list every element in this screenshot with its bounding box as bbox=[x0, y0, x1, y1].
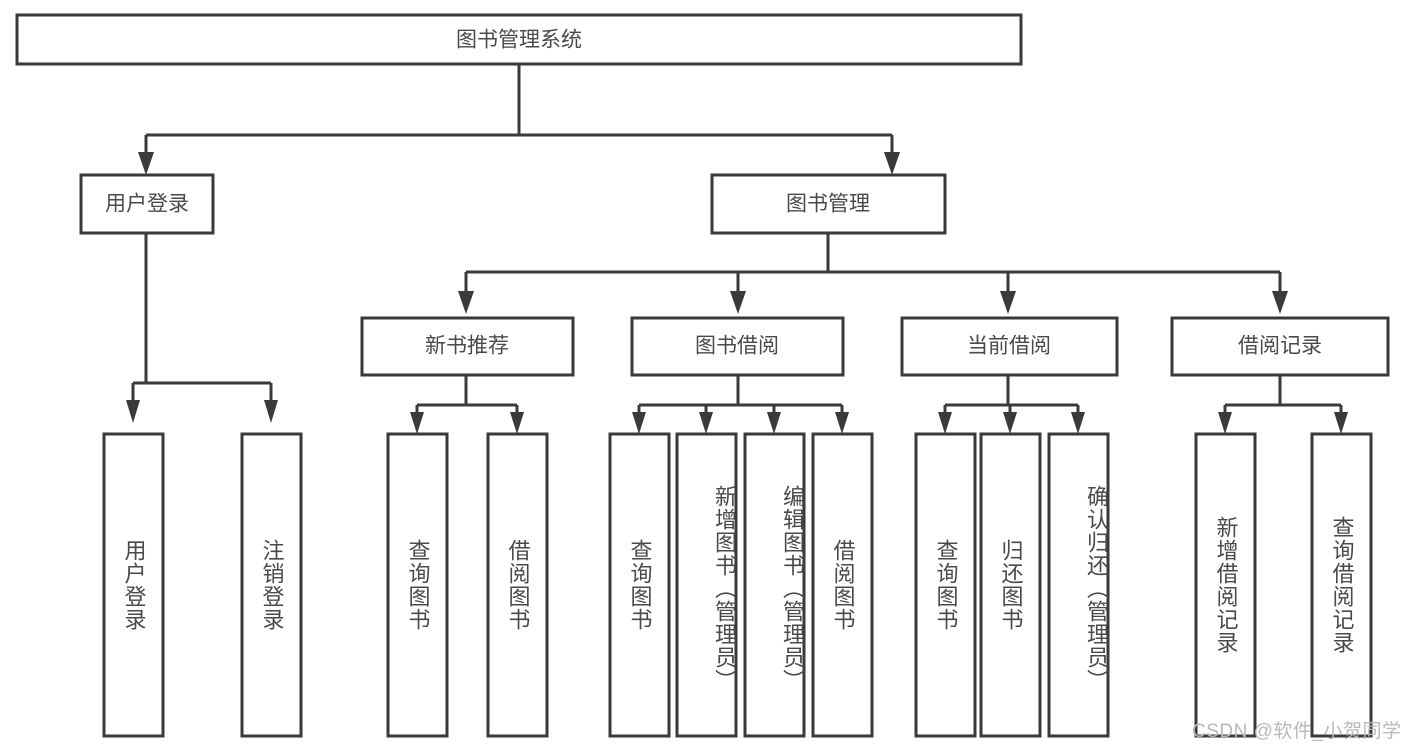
node-borrow-record-label: 借阅记录 bbox=[1238, 335, 1322, 358]
node-current-borrow-label: 当前借阅 bbox=[967, 335, 1051, 358]
leaf-rect-current-borrow-2[interactable] bbox=[979, 432, 1042, 738]
node-user-login[interactable]: 用户登录 bbox=[79, 173, 215, 235]
arrow-down-icon bbox=[730, 291, 746, 314]
node-root-label: 图书管理系统 bbox=[456, 29, 582, 52]
leaf-rect-book-borrow-1[interactable] bbox=[608, 432, 671, 738]
csdn-watermark: CSDN @软件_小贺同学 bbox=[1192, 721, 1402, 742]
node-borrow-record-rect[interactable] bbox=[1170, 316, 1390, 377]
arrow-down-icon bbox=[884, 152, 900, 175]
node-user-login-rect[interactable] bbox=[79, 173, 215, 235]
arrow-down-icon bbox=[458, 291, 474, 314]
node-book-manage[interactable]: 图书管理 bbox=[710, 173, 947, 235]
node-new-book-recommend-label: 新书推荐 bbox=[425, 335, 509, 358]
connector-new-book-children bbox=[410, 375, 524, 434]
connector-book-manage-children bbox=[458, 233, 1288, 314]
node-user-login-label: 用户登录 bbox=[105, 193, 189, 216]
leaf-rect-borrow-record-2[interactable] bbox=[1310, 432, 1373, 738]
node-book-borrow-rect[interactable] bbox=[630, 316, 845, 377]
node-new-book-recommend-rect[interactable] bbox=[360, 316, 575, 377]
node-book-borrow-label: 图书借阅 bbox=[695, 335, 779, 358]
node-book-manage-label: 图书管理 bbox=[786, 193, 870, 216]
arrow-down-icon bbox=[1272, 291, 1288, 314]
leaf-rect-book-borrow-4[interactable] bbox=[811, 432, 874, 738]
arrow-down-icon bbox=[510, 412, 524, 434]
arrow-down-icon bbox=[938, 412, 952, 434]
connector-book-borrow-children bbox=[632, 375, 849, 434]
connector-user-login-children bbox=[126, 233, 278, 423]
leaf-rect-book-borrow-3[interactable] bbox=[743, 432, 806, 738]
connector-borrow-record-children bbox=[1218, 375, 1348, 434]
leaf-rect-user-login-1[interactable] bbox=[102, 432, 165, 738]
node-book-manage-rect[interactable] bbox=[710, 173, 947, 235]
leaf-rect-borrow-record-1[interactable] bbox=[1194, 432, 1257, 738]
arrow-down-icon bbox=[835, 412, 849, 434]
node-root[interactable]: 图书管理系统 bbox=[15, 13, 1023, 66]
arrow-down-icon bbox=[138, 152, 154, 175]
node-current-borrow-rect[interactable] bbox=[900, 316, 1119, 377]
arrow-down-icon bbox=[264, 400, 278, 423]
arrow-down-icon bbox=[767, 412, 781, 434]
arrow-down-icon bbox=[410, 412, 424, 434]
node-borrow-record[interactable]: 借阅记录 bbox=[1170, 316, 1390, 377]
arrow-down-icon bbox=[632, 412, 646, 434]
connector-current-borrow-children bbox=[938, 375, 1085, 434]
arrow-down-icon bbox=[1334, 412, 1348, 434]
connector-root-to-level2 bbox=[138, 64, 900, 175]
leaf-rect-current-borrow-3[interactable] bbox=[1047, 432, 1110, 738]
arrow-down-icon bbox=[699, 412, 713, 434]
node-book-borrow[interactable]: 图书借阅 bbox=[630, 316, 845, 377]
arrow-down-icon bbox=[1003, 412, 1017, 434]
node-new-book-recommend[interactable]: 新书推荐 bbox=[360, 316, 575, 377]
node-root-rect[interactable] bbox=[15, 13, 1023, 66]
arrow-down-icon bbox=[1218, 412, 1232, 434]
leaf-rect-current-borrow-1[interactable] bbox=[914, 432, 977, 738]
leaf-rect-new-book-2[interactable] bbox=[486, 432, 549, 738]
leaf-rect-book-borrow-2[interactable] bbox=[675, 432, 738, 738]
leaf-rect-new-book-1[interactable] bbox=[386, 432, 449, 738]
arrow-down-icon bbox=[1000, 291, 1016, 314]
arrow-down-icon bbox=[1071, 412, 1085, 434]
node-current-borrow[interactable]: 当前借阅 bbox=[900, 316, 1119, 377]
arrow-down-icon bbox=[126, 400, 140, 423]
leaf-rect-user-login-2[interactable] bbox=[240, 432, 303, 738]
